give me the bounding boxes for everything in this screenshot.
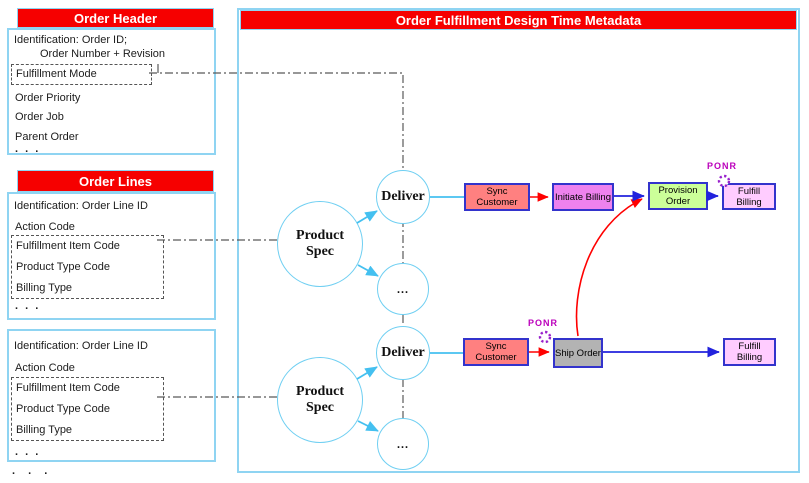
fulfillment-mode-highlight: Fulfillment Mode [11,64,152,85]
order-id-label: Identification: Order ID; [14,34,128,46]
deliver-label-bottom: Deliver [381,345,425,360]
product-spec-node-top: Product Spec [277,201,363,287]
sync-customer-label-bottom: Sync Customer [475,341,517,363]
billing-type-label: Billing Type [16,282,73,294]
initiate-billing-label: Initiate Billing [555,191,611,203]
sync-customer-step-top: Sync Customer [464,183,530,211]
order-lines-ellipsis: . . . [15,300,41,312]
order-number-revision-label: Order Number + Revision [40,48,166,60]
fulfillment-mode-label: Fulfillment Mode [16,68,97,80]
fulfill-billing-label-bottom: Fulfill Billing [736,341,763,363]
billing-type-label-2: Billing Type [16,424,73,436]
more-functions-label-bottom: ... [397,437,409,451]
deliver-node-top: Deliver [376,170,430,224]
order-line-highlight-group-2: Fulfillment Item Code Product Type Code … [11,377,164,441]
sync-customer-step-bottom: Sync Customer [463,338,529,366]
product-type-code-label-2: Product Type Code [16,403,110,415]
fulfill-billing-step-bottom: Fulfill Billing [723,338,776,366]
action-code-label: Action Code [15,221,75,233]
provision-order-step: Provision Order [648,182,708,210]
order-line-ellipsis-2: . . . [15,446,41,458]
order-header-title: Order Header [17,8,214,28]
deliver-label-top: Deliver [381,189,425,204]
order-priority-label: Order Priority [15,92,81,104]
action-code-label-2: Action Code [15,362,75,374]
more-functions-node-top: ... [377,263,429,315]
more-functions-node-bottom: ... [377,418,429,470]
order-line-id-label: Identification: Order Line ID [14,200,148,212]
sync-customer-label-top: Sync Customer [476,186,518,208]
ponr-label-bottom: PONR [528,318,559,328]
order-header-ellipsis: . . . [15,143,41,155]
order-line-detail-box-2: Identification: Order Line ID Action Cod… [7,329,216,462]
ship-order-label: Ship Order [555,347,601,359]
order-lines-title: Order Lines [17,170,214,192]
order-lines-highlight-group: Fulfillment Item Code Product Type Code … [11,235,164,299]
order-line-id-label-2: Identification: Order Line ID [14,340,148,352]
ponr-label-top: PONR [707,161,738,171]
initiate-billing-step: Initiate Billing [552,183,614,211]
ship-order-step: Ship Order [553,338,603,368]
provision-order-label: Provision Order [658,185,698,207]
order-header-box: Identification: Order ID; Order Number +… [7,28,216,155]
fulfillment-item-code-label: Fulfillment Item Code [16,240,120,252]
parent-order-label: Parent Order [15,131,79,143]
deliver-node-bottom: Deliver [376,326,430,380]
product-spec-node-bottom: Product Spec [277,357,363,443]
more-order-lines-indicator: . . . [12,465,53,477]
product-spec-label-top: Product Spec [296,228,344,259]
product-type-code-label: Product Type Code [16,261,110,273]
order-lines-box: Identification: Order Line ID Action Cod… [7,192,216,320]
order-job-label: Order Job [15,111,64,123]
fulfill-billing-label-top: Fulfill Billing [736,185,762,208]
fulfillment-item-code-label-2: Fulfillment Item Code [16,382,120,394]
fulfill-billing-step-top: Fulfill Billing [722,183,776,210]
more-functions-label-top: ... [397,282,409,296]
metadata-panel-title: Order Fulfillment Design Time Metadata [240,10,797,30]
product-spec-label-bottom: Product Spec [296,384,344,415]
